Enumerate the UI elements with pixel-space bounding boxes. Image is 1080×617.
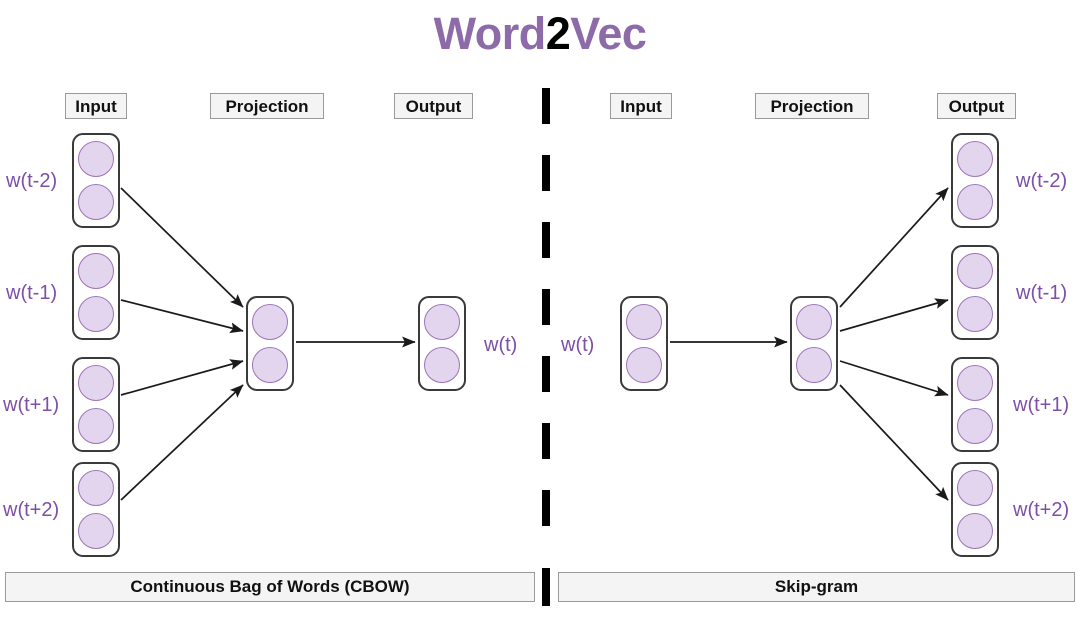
skipgram-input-label: w(t)	[561, 334, 595, 356]
neuron-node	[796, 346, 832, 383]
divider-dash	[542, 222, 550, 258]
skipgram-output-box-2[interactable]	[951, 245, 999, 340]
cbow-input-label-3: w(t+1)	[3, 394, 60, 416]
neuron-node	[626, 304, 662, 341]
neuron-node	[78, 253, 114, 290]
divider-dash	[542, 490, 550, 526]
neuron-node	[78, 365, 114, 402]
skipgram-output-box-1[interactable]	[951, 133, 999, 228]
cbow-output-label: w(t)	[484, 334, 518, 356]
cbow-input-box-4[interactable]	[72, 462, 120, 557]
title-word-part: Word	[433, 8, 547, 59]
neuron-node	[957, 365, 993, 402]
neuron-node	[626, 346, 662, 383]
skipgram-header-output: Output	[937, 93, 1016, 119]
neuron-node	[78, 295, 114, 332]
divider-dash	[542, 289, 550, 325]
neuron-node	[957, 512, 993, 549]
skipgram-output-label-1: w(t-2)	[1016, 170, 1068, 192]
cbow-header-input: Input	[65, 93, 127, 119]
cbow-header-output: Output	[394, 93, 473, 119]
neuron-node	[78, 183, 114, 220]
skipgram-output-label-2: w(t-1)	[1016, 282, 1068, 304]
skipgram-output-label-4: w(t+2)	[1013, 499, 1070, 521]
cbow-input-box-2[interactable]	[72, 245, 120, 340]
neuron-node	[957, 295, 993, 332]
neuron-node	[796, 304, 832, 341]
skipgram-header-input: Input	[610, 93, 672, 119]
page-title: Word2Vec	[0, 6, 1080, 62]
divider-dash-bottom	[542, 568, 550, 606]
skipgram-caption: Skip-gram	[558, 572, 1075, 602]
neuron-node	[78, 470, 114, 507]
neuron-node	[424, 346, 460, 383]
neuron-node	[424, 304, 460, 341]
neuron-node	[252, 346, 288, 383]
neuron-node	[957, 253, 993, 290]
divider-dash	[542, 155, 550, 191]
neuron-node	[957, 141, 993, 178]
divider-dash	[542, 88, 550, 124]
skipgram-input-box[interactable]	[620, 296, 668, 391]
skipgram-output-box-4[interactable]	[951, 462, 999, 557]
neuron-node	[957, 407, 993, 444]
neuron-node	[957, 183, 993, 220]
cbow-input-label-1: w(t-2)	[6, 170, 58, 192]
skipgram-projection-box[interactable]	[790, 296, 838, 391]
neuron-node	[957, 470, 993, 507]
skipgram-output-label-3: w(t+1)	[1013, 394, 1070, 416]
skipgram-output-box-3[interactable]	[951, 357, 999, 452]
cbow-input-box-3[interactable]	[72, 357, 120, 452]
divider-dash	[542, 423, 550, 459]
cbow-input-label-2: w(t-1)	[6, 282, 58, 304]
divider-dash	[542, 356, 550, 392]
neuron-node	[252, 304, 288, 341]
neuron-node	[78, 512, 114, 549]
cbow-output-box[interactable]	[418, 296, 466, 391]
title-vec-part: Vec	[570, 8, 647, 59]
cbow-input-label-4: w(t+2)	[3, 499, 60, 521]
cbow-projection-box[interactable]	[246, 296, 294, 391]
cbow-header-projection: Projection	[210, 93, 324, 119]
title-two-part: 2	[545, 8, 571, 59]
cbow-input-box-1[interactable]	[72, 133, 120, 228]
neuron-node	[78, 141, 114, 178]
neuron-node	[78, 407, 114, 444]
skipgram-header-projection: Projection	[755, 93, 869, 119]
cbow-caption: Continuous Bag of Words (CBOW)	[5, 572, 535, 602]
